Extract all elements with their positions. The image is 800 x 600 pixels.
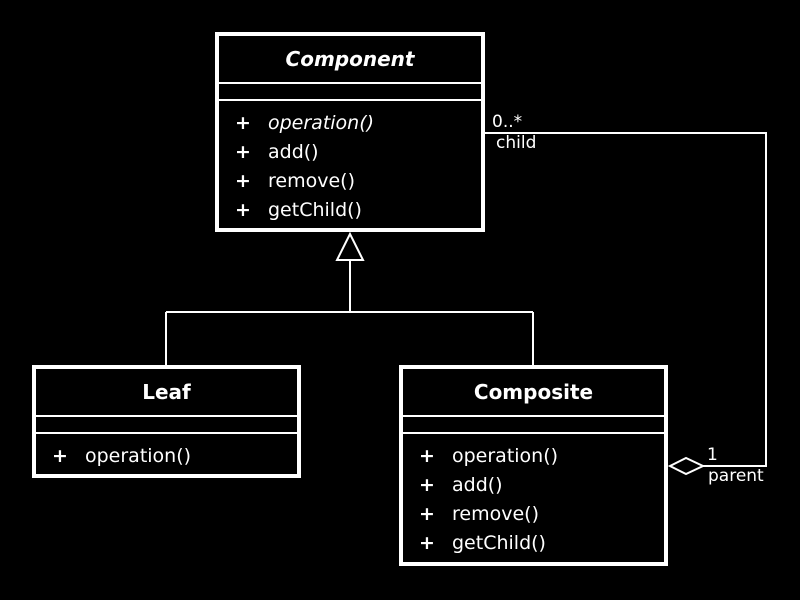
visibility-marker: + (419, 502, 435, 525)
visibility-marker: + (419, 473, 435, 496)
operations-section: + operation() (36, 434, 297, 470)
operations-section: + operation() + add() + remove() + getCh… (219, 101, 481, 224)
visibility-marker: + (235, 198, 251, 221)
visibility-marker: + (419, 444, 435, 467)
operation-item: + getChild() (219, 195, 481, 224)
operation-name: add() (452, 473, 503, 496)
operation-name: add() (268, 140, 319, 163)
attributes-section (403, 417, 664, 434)
operations-section: + operation() + add() + remove() + getCh… (403, 434, 664, 557)
operation-item: + remove() (403, 499, 664, 528)
child-multiplicity: 0..* (492, 112, 523, 132)
operation-item: + add() (403, 470, 664, 499)
operation-item: + add() (219, 137, 481, 166)
visibility-marker: + (235, 140, 251, 163)
operation-item: + operation() (36, 441, 297, 470)
parent-role: parent (708, 466, 764, 486)
class-name: Leaf (36, 369, 297, 417)
visibility-marker: + (235, 111, 251, 134)
child-role: child (496, 133, 537, 153)
operation-item: + operation() (219, 108, 481, 137)
class-composite[interactable]: Composite + operation() + add() + remove… (399, 365, 668, 566)
visibility-marker: + (52, 444, 68, 467)
attributes-section (36, 417, 297, 434)
visibility-marker: + (419, 531, 435, 554)
operation-item: + remove() (219, 166, 481, 195)
operation-name: operation() (85, 444, 192, 467)
operation-name: getChild() (452, 531, 546, 554)
aggregation-line (485, 132, 767, 467)
class-name: Component (219, 36, 481, 84)
class-leaf[interactable]: Leaf + operation() (32, 365, 301, 478)
generalization-arrowhead (335, 231, 365, 261)
operation-name: remove() (452, 502, 539, 525)
operation-item: + getChild() (403, 528, 664, 557)
parent-multiplicity: 1 (707, 445, 718, 465)
operation-name: operation() (452, 444, 559, 467)
aggregation-diamond (667, 456, 706, 476)
operation-name: getChild() (268, 198, 362, 221)
class-name: Composite (403, 369, 664, 417)
visibility-marker: + (235, 169, 251, 192)
attributes-section (219, 84, 481, 101)
operation-name: operation() (268, 111, 375, 134)
operation-item: + operation() (403, 441, 664, 470)
operation-name: remove() (268, 169, 355, 192)
class-component[interactable]: Component + operation() + add() + remove… (215, 32, 485, 232)
